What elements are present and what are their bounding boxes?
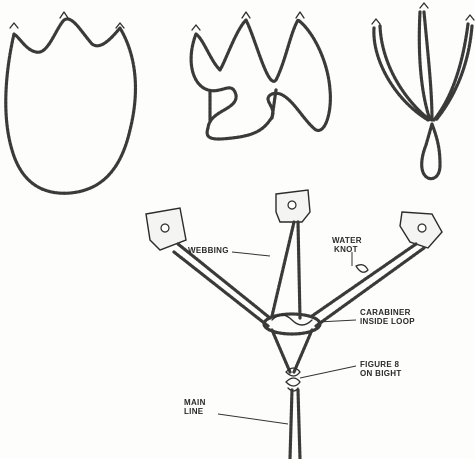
label-water-knot: WATER KNOT bbox=[332, 236, 362, 254]
loop-triangle bbox=[272, 330, 312, 372]
panel-2-double-loops bbox=[191, 12, 330, 139]
label-water-knot-line1: WATER bbox=[332, 236, 362, 245]
main-line-rope bbox=[290, 390, 300, 459]
webbing-leg-center bbox=[272, 222, 300, 318]
label-carabiner: CARABINER INSIDE LOOP bbox=[360, 308, 415, 326]
webbing-loops bbox=[191, 20, 330, 139]
sling-strands bbox=[374, 12, 472, 120]
label-main-line-line2: LINE bbox=[184, 407, 206, 416]
label-water-knot-line2: KNOT bbox=[332, 245, 362, 254]
label-webbing: WEBBING bbox=[188, 246, 229, 255]
label-main-line: MAIN LINE bbox=[184, 398, 206, 416]
sling-loop bbox=[6, 19, 136, 193]
bolt-center bbox=[288, 201, 296, 209]
bolt-right bbox=[418, 224, 426, 232]
leader-main-line bbox=[218, 414, 288, 424]
leader-figure8 bbox=[300, 366, 356, 378]
label-figure8-line1: FIGURE 8 bbox=[360, 360, 402, 369]
label-main-line-line1: MAIN bbox=[184, 398, 206, 407]
master-point-loop bbox=[422, 124, 440, 179]
leader-webbing bbox=[232, 252, 270, 256]
panel-3-equalized-sling bbox=[372, 3, 474, 179]
bolt-left bbox=[161, 224, 169, 232]
label-carabiner-line1: CARABINER bbox=[360, 308, 415, 317]
panel-1-loop-sling bbox=[6, 12, 136, 193]
webbing-leg-left bbox=[174, 244, 270, 326]
label-figure8-line2: ON BIGHT bbox=[360, 369, 402, 378]
label-carabiner-line2: INSIDE LOOP bbox=[360, 317, 415, 326]
water-knot bbox=[356, 265, 368, 273]
label-figure8: FIGURE 8 ON BIGHT bbox=[360, 360, 402, 378]
knot-ties bbox=[210, 90, 276, 120]
